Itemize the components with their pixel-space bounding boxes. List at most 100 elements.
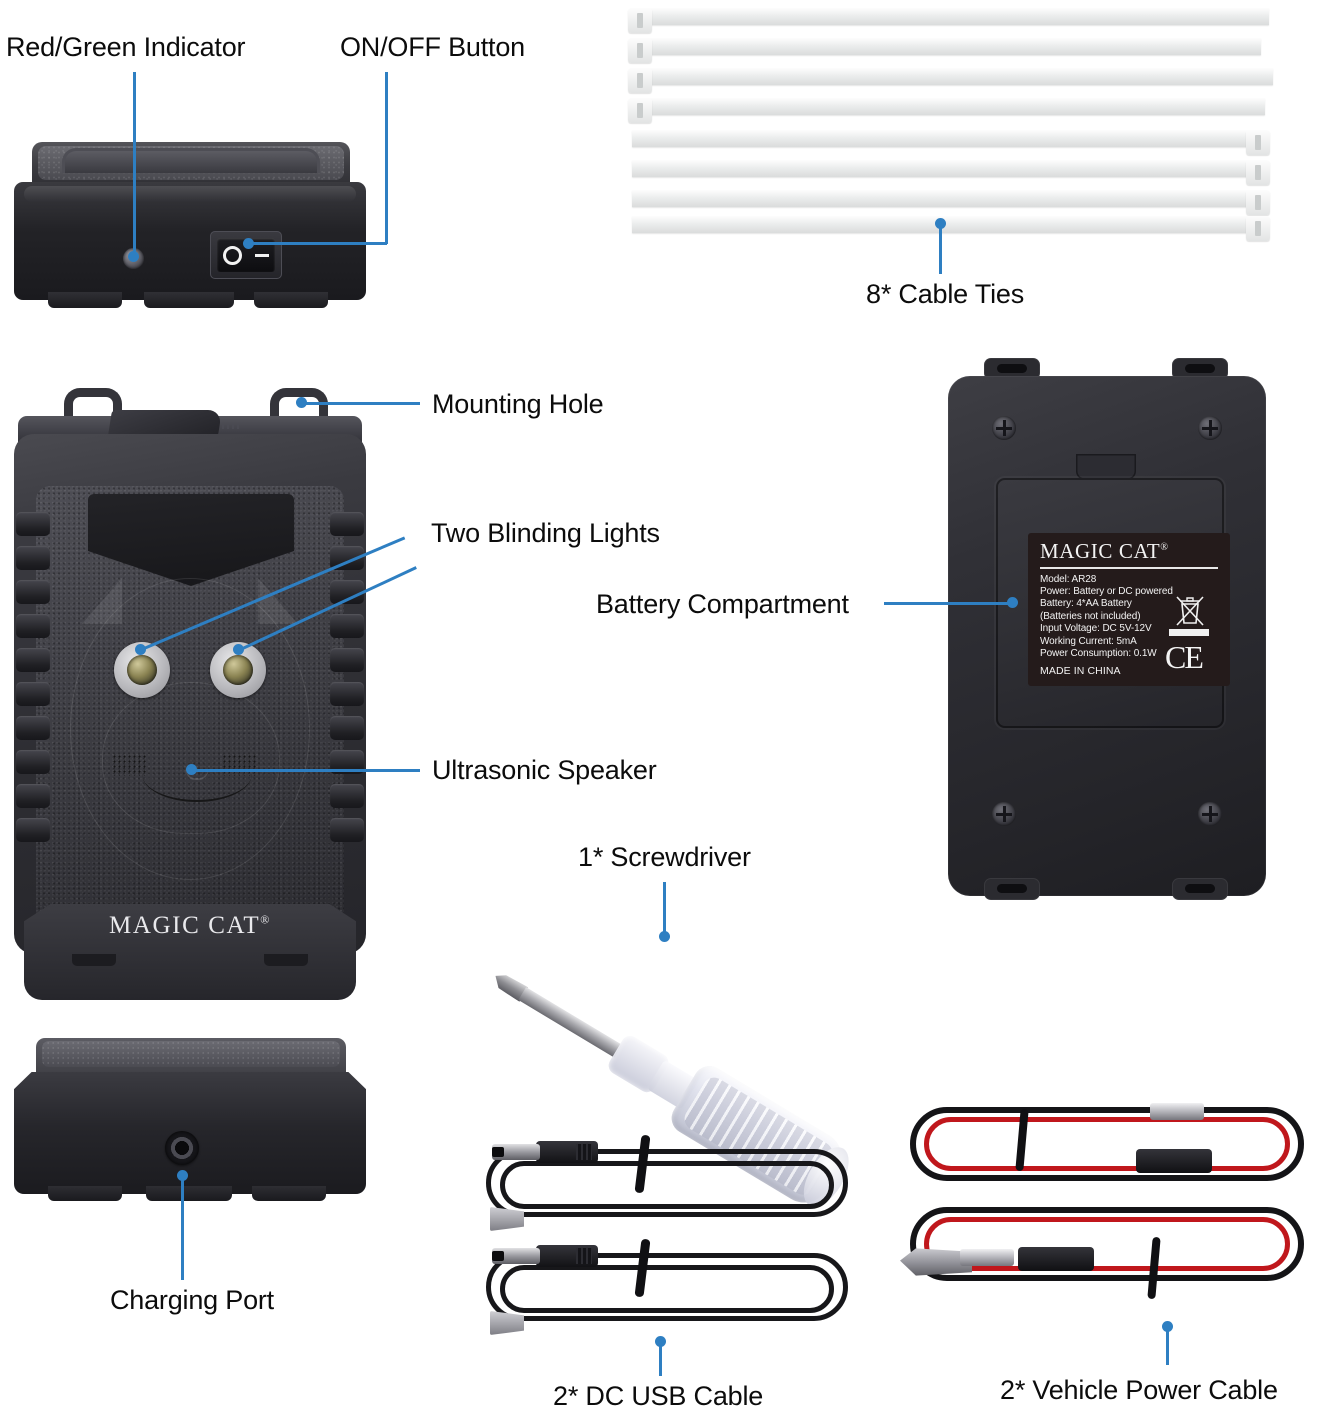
top-unit-body — [14, 182, 366, 300]
label-divider — [1040, 567, 1218, 569]
leader-dot-on-off — [243, 238, 254, 249]
leader-dot-battery-compartment — [1007, 597, 1018, 608]
screw-top-right — [1198, 416, 1222, 440]
cable-tie-head — [628, 8, 652, 33]
leader-dot-vehicle-power-cable — [1162, 1321, 1173, 1332]
device-foot-left — [72, 954, 116, 966]
side-fins-left — [16, 512, 50, 842]
screwdriver-shaft — [518, 987, 623, 1058]
label-mounting-hole: Mounting Hole — [432, 389, 604, 419]
label-registered-mark-icon: ® — [1160, 542, 1169, 553]
spec-line: Working Current: 5mA — [1040, 635, 1137, 647]
leader-dot-red-green-indicator — [128, 251, 139, 262]
mounting-tab-bottom-left — [984, 878, 1040, 900]
leader-red-green-indicator — [133, 72, 136, 256]
label-specs: Model: AR28 Power: Battery or DC powered… — [1040, 574, 1218, 661]
leader-on-off-vertical — [385, 72, 388, 244]
inline-fuse-holder — [1136, 1149, 1212, 1173]
bottom-foot-center — [146, 1186, 232, 1201]
leader-ultrasonic-speaker — [192, 769, 420, 772]
spec-line: Power: Battery or DC powered — [1040, 585, 1173, 597]
cable-tie-head — [1246, 216, 1270, 241]
dc-barrel-connector — [536, 1141, 598, 1163]
label-battery-compartment: Battery Compartment — [596, 589, 849, 619]
leader-dot-charging-port — [177, 1170, 188, 1181]
cable-coil — [486, 1149, 848, 1217]
label-red-green-indicator: Red/Green Indicator — [6, 32, 246, 62]
cable-coil-red — [924, 1117, 1290, 1171]
leader-battery-compartment — [884, 602, 1012, 605]
weee-underline-bar — [1169, 629, 1209, 636]
leader-dot-mounting-hole — [296, 397, 307, 408]
device-dark-panel — [88, 494, 294, 586]
screw-bottom-left — [992, 802, 1016, 826]
cable-tie-head — [1246, 160, 1270, 185]
label-two-blinding-lights: Two Blinding Lights — [431, 518, 660, 548]
leader-dc-usb-cable — [659, 1342, 662, 1376]
vehicle-power-cables-group — [900, 1095, 1330, 1325]
device-bottom-skirt — [24, 904, 356, 1000]
device-foot-right — [264, 954, 308, 966]
leader-screwdriver — [663, 882, 666, 936]
label-dc-usb-cable: 2* DC USB Cable — [553, 1381, 764, 1411]
dc-usb-cables-group — [472, 1134, 872, 1355]
cable-tie-head — [628, 68, 652, 93]
dc-usb-cable — [472, 1238, 872, 1339]
power-on-symbol-icon — [223, 245, 243, 265]
bottom-foot-right — [252, 1186, 326, 1201]
spec-line: (Batteries not included) — [1040, 610, 1141, 622]
device-body — [14, 434, 366, 1000]
cable-tie-head — [628, 98, 652, 123]
leader-mounting-hole — [302, 402, 420, 405]
leader-cable-ties — [939, 224, 942, 274]
cable-tie — [632, 190, 1249, 207]
dc-barrel-pin-icon — [492, 1144, 540, 1160]
screw-bottom-right — [1198, 802, 1222, 826]
leader-on-off-horizontal — [248, 242, 387, 245]
dc-barrel-connector — [536, 1245, 598, 1267]
bottom-cap-texture — [42, 1041, 340, 1067]
label-brand: MAGIC CAT® — [1040, 541, 1218, 562]
cat-head-outline — [70, 578, 310, 880]
leader-dot-blinding-light-left — [135, 644, 146, 655]
dc-usb-cable — [472, 1134, 872, 1235]
cable-coil — [500, 1161, 834, 1209]
foot-left — [48, 292, 122, 308]
device-front-logo: MAGIC CAT® — [14, 912, 366, 940]
device-top-vent — [222, 424, 242, 429]
cable-tie — [644, 98, 1265, 115]
usb-a-connector-icon — [490, 1311, 524, 1335]
screwdriver-image — [470, 890, 900, 1214]
cat-ear-left — [82, 578, 122, 624]
label-compliance-marks: CE — [1163, 595, 1221, 679]
dc-barrel-connector — [1018, 1247, 1094, 1271]
label-cable-ties: 8* Cable Ties — [866, 279, 1024, 309]
foot-right — [254, 292, 328, 308]
cat-whisker-dots-right — [222, 754, 256, 776]
spade-terminal-icon — [1150, 1103, 1204, 1120]
charging-port[interactable] — [165, 1131, 199, 1165]
mounting-hole-right — [270, 388, 328, 431]
label-on-off-button: ON/OFF Button — [340, 32, 525, 62]
weee-bin-icon — [1176, 596, 1204, 626]
cable-tie-head — [1246, 190, 1270, 215]
label-origin: MADE IN CHINA — [1040, 665, 1121, 678]
battery-door-notch — [1076, 454, 1136, 480]
vehicle-power-cable — [900, 1195, 1330, 1305]
power-off-symbol-icon — [254, 253, 269, 257]
spec-line: Battery: 4*AA Battery — [1040, 598, 1132, 610]
vehicle-power-cable — [900, 1095, 1330, 1205]
spec-line: Input Voltage: DC 5V-12V — [1040, 623, 1152, 635]
foot-center — [144, 292, 234, 308]
device-front-view: MAGIC CAT® — [14, 388, 366, 1000]
leader-vehicle-power-cable — [1166, 1327, 1169, 1365]
label-ultrasonic-speaker: Ultrasonic Speaker — [432, 755, 657, 785]
mounting-tab-top-left — [984, 358, 1040, 380]
label-charging-port: Charging Port — [110, 1285, 274, 1315]
leader-dot-cable-ties — [935, 218, 946, 229]
device-front-logo-text: MAGIC CAT — [109, 912, 261, 939]
leader-dot-ultrasonic-speaker — [186, 764, 197, 775]
mounting-hole-left — [64, 388, 122, 431]
leader-dot-screwdriver — [659, 931, 670, 942]
spec-line: Power Consumption: 0.1W — [1040, 647, 1157, 659]
